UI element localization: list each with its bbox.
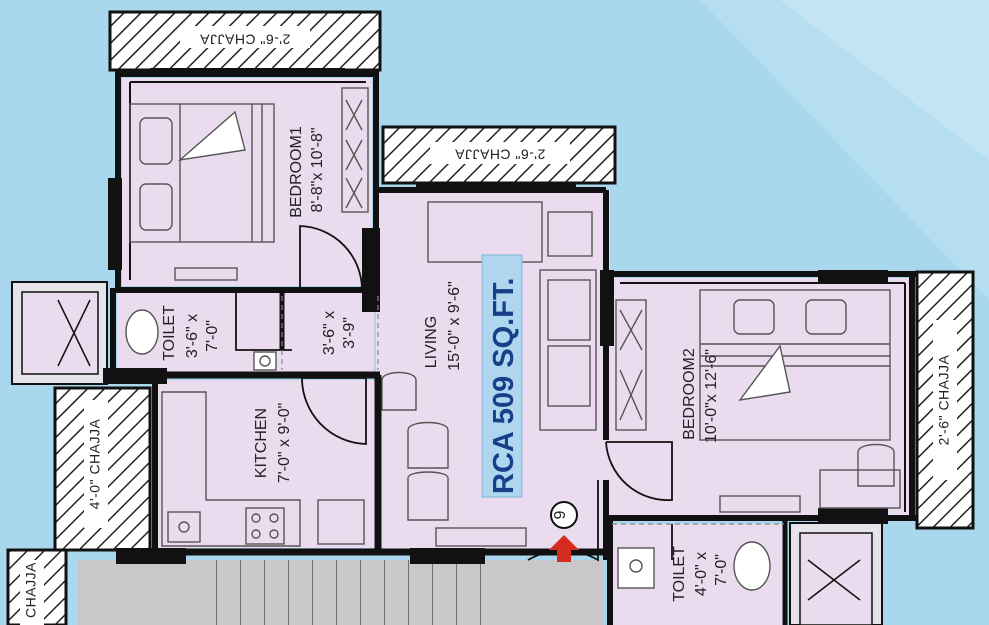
toilet2-size-b: 7'-0" [713,554,730,586]
kitchen-name: KITCHEN [253,408,270,478]
chajja-top-left-label: 2'-6" CHAJJA [200,31,291,47]
chajja-right [915,270,975,530]
toilet1-name: TOILET [161,305,178,361]
passage-size-b: 3'-9" [341,317,358,349]
bedroom1-furniture [129,87,369,281]
stair-landing [78,560,198,625]
wall-blocks [103,68,888,564]
kitchen-floor [158,380,376,548]
bedroom2-size: 10'-0"x 12'-6" [703,349,720,443]
chajja-top-middle [381,125,617,185]
unit-number: 6 [550,511,567,520]
duct-right [789,522,883,625]
chajja-top-middle-label: 2'-6" CHAJJA [455,146,546,162]
thresholds [281,296,784,525]
chajja-bottom-left-label: CHAJJA [23,562,39,618]
kitchen-size: 7'-0" x 9'-0" [276,403,293,484]
bedroom1-name: BEDROOM1 [288,126,305,218]
chajja-bottom-left [6,548,68,625]
bedroom1-floor [122,78,372,286]
living-name: LIVING [423,316,440,368]
living-furniture [381,201,597,547]
kitchen-counter [161,391,365,547]
bedroom1-size: 8'-8"x 10'-8" [309,127,326,212]
duct-left [11,281,108,385]
toilet2-fixtures [617,541,771,591]
entry-arrow [549,535,579,562]
area-label: RCA 509 SQ.FT. [488,278,520,494]
unit-number-circle [550,501,578,529]
toilet1-size-b: 7'-0" [204,320,221,352]
background-light-band-2 [780,0,989,160]
toilet1-size-a: 3'-6" x [184,314,201,358]
passage-floor [282,292,374,372]
toilet2-name: TOILET [671,546,688,602]
stair-landing-right [490,560,603,625]
bedroom2-name: BEDROOM2 [681,348,698,440]
chajja-left [53,386,152,552]
living-size: 15'-0" x 9'-6" [446,281,463,371]
chajja-left-label: 4'-0" CHAJJA [87,419,103,510]
area-badge [481,254,523,498]
chajja-top-left [108,10,382,72]
chajja-right-label: 2'-6" CHAJJA [936,355,952,446]
toilet1-fixtures [125,309,277,371]
bedroom2-furniture [615,289,901,513]
toilet2-size-a: 4'-0" x [693,552,710,596]
passage-size-a: 3'-6" x [321,311,338,355]
